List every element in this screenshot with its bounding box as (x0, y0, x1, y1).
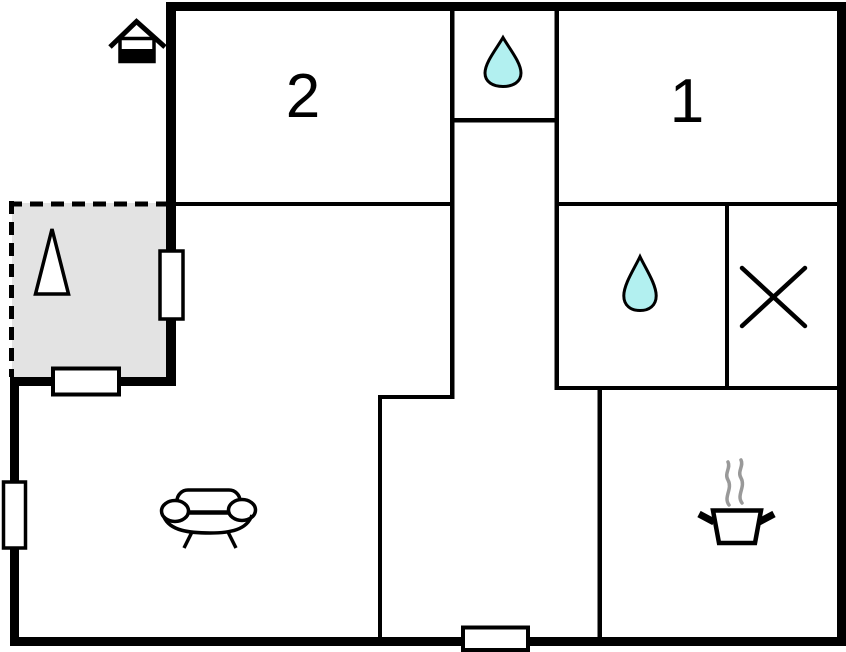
sofa-armrest-right (226, 497, 258, 523)
water-drop-icon (624, 257, 656, 311)
wall-room1-bottom (555, 202, 846, 206)
outer-wall-bottom (10, 637, 846, 646)
sofa-leg-right (226, 531, 238, 549)
tree-icon (33, 228, 71, 296)
cross-line-2 (739, 265, 808, 329)
outer-wall-left-upper (166, 2, 176, 386)
openings (1, 249, 530, 652)
interior-walls (176, 11, 846, 641)
terrace-window (158, 249, 185, 321)
room-label-2: 2 (286, 62, 320, 131)
wall-hall-left (378, 395, 382, 641)
room-label-1: 1 (670, 67, 704, 136)
sofa-icon (159, 488, 258, 549)
cooking-pot-icon (697, 458, 776, 546)
entrance-door (461, 625, 530, 652)
pot-handle-left (697, 510, 716, 526)
sofa-armrest-left (159, 498, 191, 524)
water-drop-icon (485, 38, 521, 87)
pot-body (710, 508, 764, 546)
wall-corridor-right (554, 11, 559, 390)
wall-bathroom-storage-divider (725, 202, 729, 390)
wall-hall-top (378, 395, 454, 399)
outer-wall-top (166, 2, 846, 11)
house-roof (108, 18, 167, 49)
sofa-base (162, 514, 254, 535)
terrace-door (51, 366, 121, 397)
pot-handle-right (757, 510, 776, 526)
wall-kitchen-left (597, 386, 602, 641)
outer-wall-right (837, 2, 846, 646)
steam-line-2 (737, 458, 745, 505)
sofa-leg-left (182, 531, 194, 549)
wall-corridor-left (450, 11, 455, 399)
terrace-area (9, 201, 176, 378)
wall-top-bathroom-bottom (450, 118, 559, 123)
left-window (1, 480, 28, 550)
cross-icon (739, 265, 808, 329)
wall-room2-bottom (176, 202, 454, 206)
wall-middle-rooms-bottom (555, 386, 837, 390)
steam-line-1 (724, 460, 732, 507)
house-icon (108, 18, 167, 64)
house-base (120, 49, 154, 62)
